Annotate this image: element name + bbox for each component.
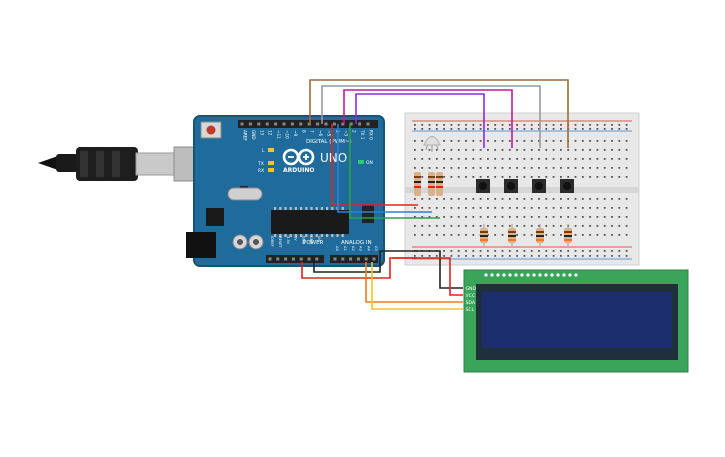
digital-pin-hole: [358, 122, 362, 126]
wire-orange-sda: [365, 262, 463, 303]
power-pin-label: Vin: [317, 236, 321, 242]
breadboard: [404, 112, 640, 266]
wire-purple: [355, 93, 485, 148]
wire-blue-led: [337, 124, 432, 213]
power-pin-label: 3.3V: [286, 236, 290, 245]
digital-pin-hole: [265, 122, 269, 126]
wire-brown: [309, 79, 569, 148]
brand-label: ARDUINO: [283, 167, 314, 174]
digital-pin-hole: [341, 122, 345, 126]
on-label: ON: [366, 160, 373, 166]
analog-pin-label: A1: [343, 246, 347, 251]
push-buttons: [476, 179, 574, 193]
wire-magenta: [343, 89, 513, 148]
digital-pin-label: TX 1: [360, 129, 365, 140]
wire-yellow-scl: [371, 262, 463, 310]
led-label-l: L: [262, 148, 265, 154]
analog-pin-label: A4: [366, 246, 370, 251]
digital-pin-hole: [248, 122, 252, 126]
pull-down-resistors: [480, 224, 572, 246]
power-pin-label: GND: [309, 236, 313, 244]
digital-pin-label: RX 0: [369, 130, 374, 140]
on-led: [358, 160, 364, 164]
digital-pin-label: ~3: [343, 130, 348, 137]
digital-pin-label: 7: [310, 130, 315, 133]
power-pin-label: IOREF: [270, 236, 274, 247]
led-label-tx: TX: [257, 161, 264, 167]
wire-red-led: [331, 124, 418, 206]
arduino-logo-icon: [282, 148, 315, 166]
wire-green-led: [349, 124, 440, 219]
digital-pin-hole: [290, 122, 294, 126]
lcd-pin-label: VCC: [466, 293, 476, 299]
wire-red-lcd-vcc: [392, 257, 463, 296]
digital-pin-label: ~10: [285, 130, 290, 139]
digital-pin-hole: [240, 122, 244, 126]
led-rx: [268, 168, 274, 172]
digital-pin-hole: [282, 122, 286, 126]
digital-pin-hole: [316, 122, 320, 126]
digital-pin-label: ~6: [318, 130, 323, 137]
lcd-screen: [482, 292, 672, 348]
digital-pin-hole: [349, 122, 353, 126]
digital-pin-hole: [274, 122, 278, 126]
digital-pin-label: 13: [259, 130, 264, 136]
atmega-chip: [271, 210, 349, 234]
digital-pin-label: 2: [352, 130, 357, 133]
lcd-pin-label: SDA: [466, 300, 476, 306]
wire-black-lcd-gnd: [416, 250, 463, 289]
digital-pin-label: ~9: [293, 130, 298, 137]
digital-pin-label: AREF: [243, 130, 248, 141]
analog-header-label: ANALOG IN: [341, 240, 372, 246]
power-header: [266, 255, 324, 263]
lcd-pin-label: GND: [466, 286, 477, 292]
digital-pin-hole: [299, 122, 303, 126]
led-l: [268, 148, 274, 152]
rgb-led-icon: [423, 136, 441, 152]
power-pin-label: GND: [301, 236, 305, 244]
analog-pin-label: A0: [335, 246, 339, 251]
analog-pin-label: A3: [359, 246, 363, 251]
power-header-label: POWER: [303, 240, 324, 246]
usb-cable-icon: [38, 146, 209, 182]
led-tx: [268, 161, 274, 165]
model-label: UNO: [320, 151, 347, 165]
digital-pin-hole: [332, 122, 336, 126]
digital-header-label: DIGITAL (PWM~): [306, 139, 352, 145]
analog-pin-label: A2: [351, 246, 355, 251]
digital-pin-hole: [257, 122, 261, 126]
icsp-header: [362, 205, 374, 223]
power-jack: [186, 232, 216, 258]
digital-pin-hole: [324, 122, 328, 126]
digital-pin-label: 8: [301, 130, 306, 133]
digital-pin-label: ~5: [327, 130, 332, 137]
led-label-rx: RX: [258, 168, 264, 174]
usb-chip: [206, 208, 224, 226]
crystal-oscillator: [227, 187, 263, 201]
power-pin-label: 5V: [294, 236, 298, 241]
power-pin-label: RESET: [278, 236, 282, 248]
digital-pin-label: 12: [268, 130, 273, 136]
digital-pin-label: ~11: [276, 130, 281, 139]
wires: [301, 79, 569, 310]
analog-pin-label: A5: [374, 246, 378, 251]
wire-gray: [321, 85, 541, 148]
led-resistors: [414, 172, 443, 196]
digital-pin-label: GND: [251, 130, 256, 140]
analog-header: [330, 255, 378, 263]
wire-black-gnd: [313, 250, 418, 273]
lcd-pin-label: SCL: [466, 307, 475, 313]
digital-pin-hole: [366, 122, 370, 126]
